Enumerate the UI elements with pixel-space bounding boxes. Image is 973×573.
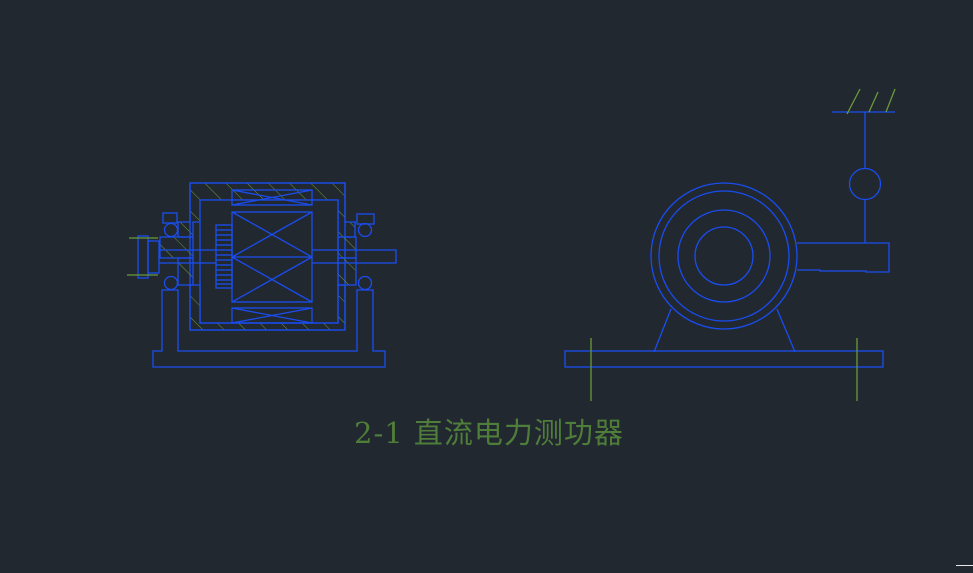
drawing-title: 2-1 直流电力测功器 [354, 416, 624, 450]
motor-circles [650, 182, 798, 330]
fixed-support [832, 88, 896, 115]
end-view [564, 88, 896, 401]
crosshair-cursor [956, 565, 973, 566]
coupling [127, 235, 160, 279]
stator-winding-bottom [231, 307, 313, 324]
torque-arm [797, 242, 890, 273]
section-view [127, 182, 397, 368]
commutator [215, 224, 233, 289]
stator-winding-top [231, 189, 313, 206]
base-plate [564, 338, 884, 401]
housing [159, 182, 357, 331]
support-legs [653, 308, 796, 353]
base-frame [152, 289, 386, 368]
shaft [159, 249, 397, 264]
spring-balance [848, 112, 882, 243]
